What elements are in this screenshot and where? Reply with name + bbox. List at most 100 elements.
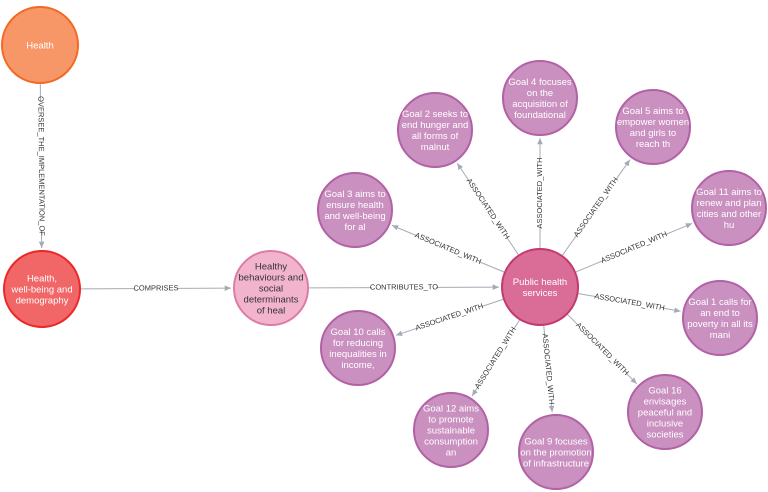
relationship-edge[interactable]: ASSOCIATED_WITH (539, 325, 557, 413)
relationship-edge[interactable]: ASSOCIATED_WITH (391, 224, 505, 273)
edge-label-background (539, 334, 557, 404)
node-label-line: and well-being (324, 211, 385, 222)
node-circle (518, 414, 594, 490)
edge-label: ASSOCIATED_WITH (414, 230, 483, 266)
edge-label-group: ASSOCIATED_WITH (572, 175, 621, 239)
edge-label: ASSOCIATED_WITH (535, 157, 544, 228)
node-label-line: behaviours and (239, 273, 304, 284)
relationship-edge[interactable]: ASSOCIATED_WITH (395, 298, 504, 336)
node-label-line: mani (710, 330, 731, 341)
node-circle (397, 92, 473, 168)
node-label-line: consumption (424, 437, 478, 448)
node-label-line: sustainable (427, 426, 475, 437)
edge-label-background (534, 158, 546, 228)
node-label-line: empower women (617, 117, 689, 128)
node-label-line: an end to (700, 308, 740, 319)
relationship-edge[interactable]: ASSOCIATED_WITH (456, 162, 519, 255)
relationship-edge[interactable]: COMPRISES (80, 282, 232, 295)
node-label-line: cities and other (697, 209, 761, 220)
relationship-edge[interactable]: ASSOCIATED_WITH (534, 138, 546, 248)
relationship-edge[interactable]: CONTRIBUTES_TO (308, 281, 500, 294)
node-label-line: hu (724, 220, 735, 231)
node-label-line: of heal (257, 306, 286, 317)
edge-label-background (574, 321, 631, 378)
edge-label-group: ASSOCIATED_WITH (539, 333, 557, 405)
node-health[interactable]: Health (1, 6, 79, 84)
node-label-line: all forms of (412, 131, 459, 142)
node-label-line: Public health (513, 277, 567, 288)
node-circle (691, 170, 767, 246)
edge-label: ASSOCIATED_WITH (594, 291, 666, 312)
relationship-edge[interactable]: OVERSEE_THE_IMPLEMENTATION_OF (34, 83, 48, 249)
edge-label: CONTRIBUTES_TO (370, 282, 438, 291)
node-label-line: to promote (428, 415, 473, 426)
node-label-line: on the (527, 88, 553, 99)
node-label-line: well-being and (10, 285, 72, 296)
edge-label-background (464, 177, 512, 241)
node-circle (682, 280, 758, 356)
edge-label-group: COMPRISES (133, 282, 179, 295)
node-label-line: for reducing (333, 338, 383, 349)
node-circle (3, 250, 81, 328)
node-label-line: inclusive (647, 419, 683, 430)
relationship-edge[interactable]: ASSOCIATED_WITH (567, 314, 638, 385)
edge-label: COMPRISES (133, 283, 178, 292)
edge-label-background (594, 291, 665, 314)
node-circle (1, 6, 79, 84)
edge-label-group: ASSOCIATED_WITH (414, 301, 484, 334)
node-label-line: reach th (636, 139, 670, 150)
node-label-line: determinants (244, 295, 299, 306)
relationship-edge[interactable]: ASSOCIATED_WITH (562, 159, 631, 256)
edge-label-background (134, 282, 178, 295)
node-label-line: on the promotion (520, 448, 591, 459)
node-label-line: an (446, 448, 457, 459)
node-label-line: demography (16, 296, 69, 307)
node-label-line: Goal 12 aims (423, 404, 479, 415)
node-label-line: acquisition of (512, 99, 568, 110)
relationship-edge[interactable]: ASSOCIATED_WITH (578, 291, 681, 314)
node-circle (233, 250, 309, 326)
node-circle (502, 60, 578, 136)
edge-label-group: ASSOCIATED_WITH (414, 230, 483, 267)
edge-label: OVERSEE_THE_IMPLEMENTATION_OF (36, 96, 46, 236)
node-label-line: for al (344, 222, 365, 233)
edge-label-background (414, 230, 482, 267)
edge-label-group: ASSOCIATED_WITH (574, 320, 631, 378)
node-label-line: Goal 5 aims to (622, 106, 683, 117)
node-label-line: social (259, 284, 283, 295)
relationship-edge[interactable]: ASSOCIATED_WITH (471, 319, 520, 397)
edge-label: ASSOCIATED_WITH (465, 177, 512, 241)
node-label: Health (26, 41, 53, 52)
node-label-line: Goal 9 focuses (524, 437, 588, 448)
node-circle (317, 172, 393, 248)
edge-label: ASSOCIATED_WITH (473, 325, 518, 390)
relationship-edge[interactable]: ASSOCIATED_WITH (575, 222, 693, 273)
node-label-line: Goal 11 aims to (696, 187, 762, 198)
